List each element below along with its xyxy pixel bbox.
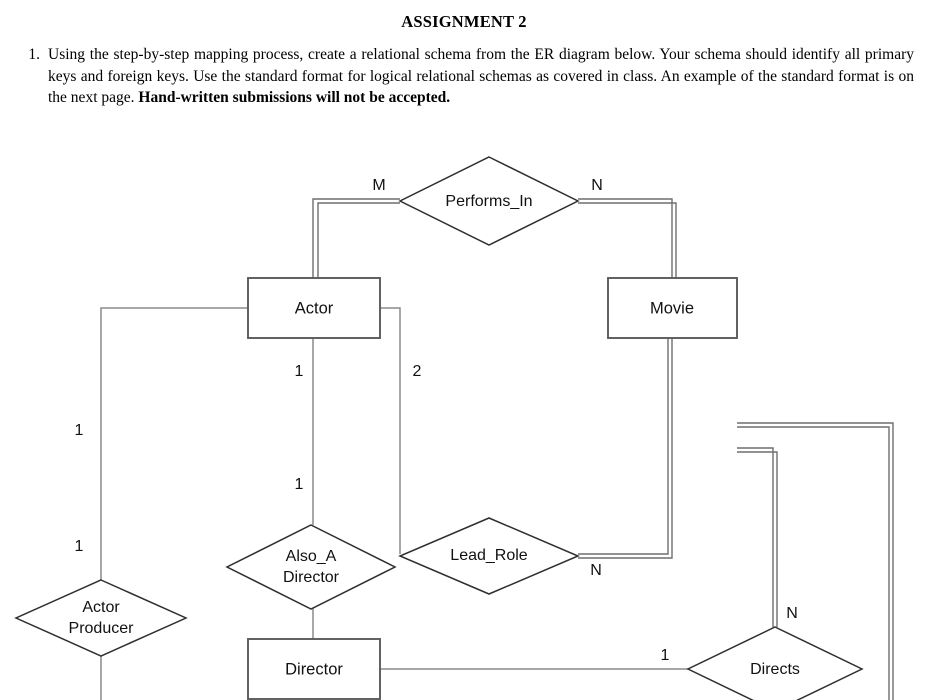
document-header: ASSIGNMENT 2 1. Using the step-by-step m… (0, 0, 928, 150)
entity-director-label: Director (285, 660, 343, 678)
connector-actor-performs-in (312, 198, 400, 278)
relationship-actor-producer-shape[interactable] (14, 579, 188, 657)
relationship-lead-role-label: Lead_Role (450, 547, 528, 564)
cardinality-actor-producer-top: 1 (75, 422, 84, 439)
page-title: ASSIGNMENT 2 (401, 12, 527, 31)
relationship-performs-in-label: Performs_In (445, 193, 532, 210)
question-block: 1. Using the step-by-step mapping proces… (18, 44, 914, 109)
entity-actor[interactable]: Actor (247, 277, 381, 339)
entity-movie-label: Movie (650, 299, 694, 317)
relationship-also-a-director-label-line1: Also_A (286, 548, 337, 565)
relationship-lead-role-shape[interactable] (398, 517, 580, 595)
relationship-actor-producer-label-line2: Producer (69, 620, 135, 637)
cardinality-also-a-director-top: 1 (295, 363, 304, 380)
connector-actor-actor-producer (100, 307, 248, 580)
entity-actor-label: Actor (295, 299, 334, 317)
cardinality-actor-producer-bottom: 1 (75, 538, 84, 555)
er-diagram: Actor Movie Director Producer Performs_I… (0, 140, 928, 700)
cardinality-directs-director: 1 (661, 647, 670, 664)
relationship-actor-producer-label-line1: Actor (82, 599, 120, 616)
relationship-performs-in[interactable]: Performs_In (398, 156, 580, 246)
question-number: 1. (28, 46, 40, 63)
cardinality-performs-in-movie: N (591, 177, 603, 194)
question-text-emphasis: Hand-written submissions will not be acc… (138, 89, 451, 106)
connector-performs-in-movie (578, 198, 677, 278)
relationship-also-a-director-label-line2: Director (283, 569, 340, 586)
entity-movie-box[interactable] (607, 277, 738, 339)
relationship-actor-producer[interactable]: Actor Producer (14, 579, 188, 657)
cardinality-directs-movie: N (786, 605, 798, 622)
cardinality-performs-in-actor: M (372, 177, 385, 194)
connector-actor-producer-producer (100, 656, 102, 700)
relationship-lead-role[interactable]: Lead_Role (398, 517, 580, 595)
entity-actor-box[interactable] (247, 277, 381, 339)
connector-lead-role-movie (578, 338, 673, 559)
connector-actor-lead-role (380, 307, 401, 554)
relationship-directs[interactable]: Directs (686, 626, 864, 700)
relationship-also-a-director[interactable]: Also_A Director (225, 524, 397, 610)
question-text: Using the step-by-step mapping process, … (48, 44, 914, 109)
entity-director[interactable]: Director (247, 638, 381, 700)
relationship-directs-label: Directs (750, 661, 800, 678)
question-text-normal: Using the step-by-step mapping process, … (48, 46, 914, 106)
entity-director-box[interactable] (247, 638, 381, 700)
cardinality-also-a-director-bottom: 1 (295, 476, 304, 493)
cardinality-lead-role-actor: 2 (413, 363, 422, 380)
connector-produces-movie (737, 422, 894, 700)
cardinality-lead-role-movie: N (590, 562, 602, 579)
er-diagram-canvas: Actor Movie Director Producer Performs_I… (14, 156, 894, 700)
relationship-also-a-director-shape[interactable] (225, 524, 397, 610)
relationship-directs-shape[interactable] (686, 626, 864, 700)
entity-movie[interactable]: Movie (607, 277, 738, 339)
relationship-performs-in-shape[interactable] (398, 156, 580, 246)
connector-movie-directs (737, 447, 778, 627)
